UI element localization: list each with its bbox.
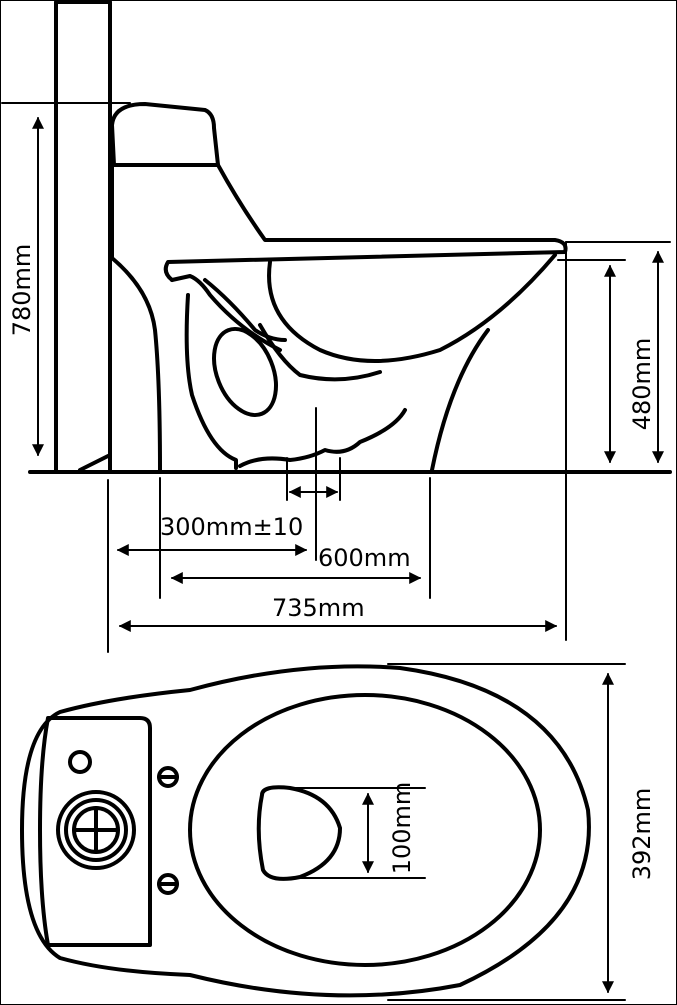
- height-480-label: 480mm: [628, 338, 656, 431]
- tank-hole: [68, 750, 92, 774]
- body-top-outline: [163, 163, 568, 282]
- side-view: [1, 0, 672, 653]
- total-length-label: 735mm: [272, 594, 365, 622]
- pedestal-front: [430, 328, 490, 472]
- outer-body-outline: [20, 664, 591, 998]
- tank-outline: [38, 716, 152, 947]
- seat-rim: [170, 274, 282, 352]
- flush-button-outer-icon: [56, 790, 136, 870]
- side-view-dimensions: 780mm 480mm 300mm±10 600mm 735mm: [8, 116, 664, 632]
- base-wave: [238, 408, 407, 468]
- height-780-label: 780mm: [8, 244, 36, 337]
- trap-opening: [212, 326, 278, 418]
- top-view: [20, 663, 626, 1001]
- width-392-label: 392mm: [628, 788, 656, 881]
- body-back-outline: [110, 158, 162, 472]
- drain-offset-label: 600mm: [318, 544, 411, 572]
- trapway-inner: [203, 278, 287, 342]
- trapway-curve: [258, 323, 382, 382]
- outlet-opening: [256, 785, 342, 881]
- bowl-rim-outline: [188, 693, 542, 967]
- wall: [54, 0, 112, 474]
- wall-foot: [78, 454, 110, 472]
- flush-button-ring-icon: [64, 798, 128, 862]
- outlet-100-label: 100mm: [388, 782, 416, 875]
- tank-lid: [110, 102, 220, 167]
- top-view-dimensions: 100mm 392mm: [362, 672, 656, 994]
- bowl-outline: [267, 253, 557, 363]
- rough-in-label: 300mm±10: [160, 513, 303, 541]
- trapway-outer: [184, 293, 238, 470]
